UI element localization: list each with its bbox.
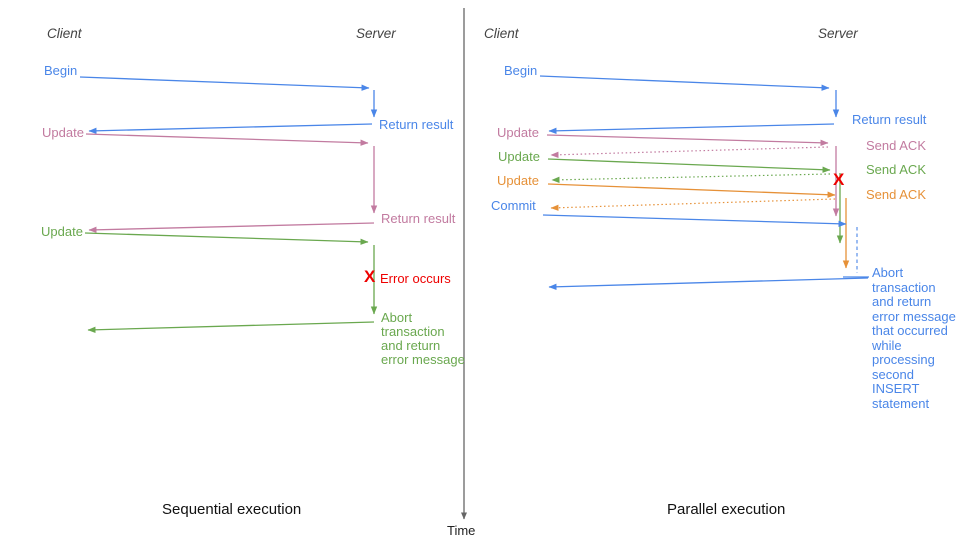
right-update-1-label: Update	[497, 125, 539, 140]
left-abort-message: Abort transaction and return error messa…	[381, 310, 465, 367]
right-commit-label: Commit	[491, 198, 536, 213]
right-begin-request-arrow	[539, 75, 830, 91]
left-server-header: Server	[356, 26, 396, 41]
right-update1-request-arrow	[546, 134, 829, 146]
left-caption: Sequential execution	[162, 501, 302, 518]
time-axis-label: Time	[447, 523, 476, 538]
left-begin-return-arrow	[88, 123, 373, 135]
right-commit-request-arrow	[542, 214, 847, 227]
right-update-2-label: Update	[498, 149, 540, 164]
right-begin-return-arrow	[548, 123, 835, 135]
left-return-result-2-label: Return result	[381, 211, 456, 226]
right-send-ack-1-label: Send ACK	[866, 138, 926, 153]
right-begin-label: Begin	[504, 63, 538, 78]
left-update1-request-arrow	[85, 133, 369, 146]
left-return-result-1-label: Return result	[379, 117, 454, 132]
right-update-3-label: Update	[497, 173, 539, 188]
right-send-ack-3-label: Send ACK	[866, 187, 926, 202]
right-update3-request-arrow	[547, 183, 836, 198]
right-abort-message: Abort transaction and return error messa…	[872, 265, 956, 411]
right-error-x-icon: X	[833, 170, 845, 189]
left-update-2-label: Update	[41, 224, 83, 239]
right-update2-ack-arrow	[551, 173, 831, 184]
left-error-x-icon: X	[364, 267, 376, 286]
left-error-occurs-label: Error occurs	[380, 271, 451, 286]
left-abort-return-arrow	[87, 321, 375, 333]
right-update2-request-arrow	[547, 158, 831, 173]
left-update-1-label: Update	[42, 125, 84, 140]
left-begin-request-arrow	[79, 76, 370, 91]
right-server-header: Server	[818, 26, 858, 41]
left-client-header: Client	[47, 26, 82, 41]
right-caption: Parallel execution	[667, 501, 786, 518]
right-return-result-label: Return result	[852, 112, 927, 127]
left-begin-label: Begin	[44, 63, 78, 78]
right-update1-ack-arrow	[550, 146, 829, 158]
right-update3-ack-arrow	[550, 198, 836, 211]
left-update2-request-arrow	[84, 232, 369, 245]
right-abort-return-arrow	[548, 277, 869, 290]
right-client-header: Client	[484, 26, 519, 41]
left-update1-return-arrow	[88, 222, 375, 234]
right-send-ack-2-label: Send ACK	[866, 162, 926, 177]
